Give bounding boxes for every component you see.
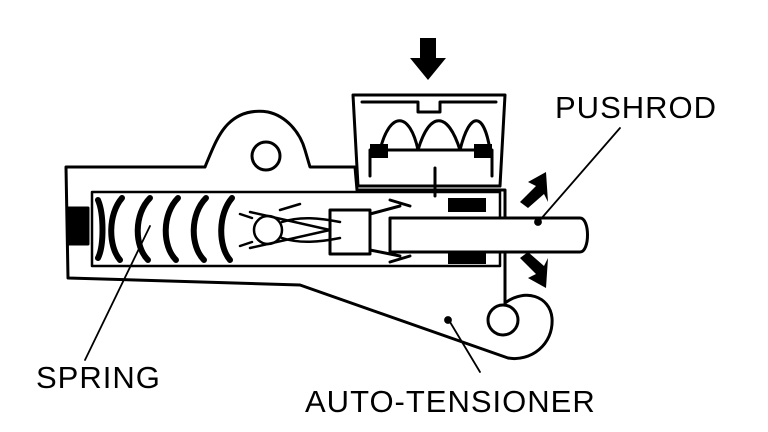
upper-mount-hole: [250, 140, 282, 172]
pushrod-leader: [539, 127, 621, 221]
lower-mount-hole: [486, 303, 520, 337]
cylinder-bore: [90, 190, 502, 268]
pushrod: [388, 216, 589, 254]
pushrod-label: PUSHROD: [555, 90, 718, 125]
spring-leader: [84, 225, 151, 361]
piston: [328, 198, 412, 264]
check-valve: [238, 202, 342, 250]
reservoir-cap: [351, 93, 507, 198]
spring-coils: [95, 195, 235, 263]
auto-tensioner-leader: [449, 321, 481, 373]
tensioner-housing: [64, 109, 554, 361]
force-arrows: [410, 38, 548, 288]
end-plug: [66, 206, 90, 246]
auto-tensioner-label: AUTO-TENSIONER: [305, 384, 596, 419]
leader-lines: [84, 127, 621, 373]
spring-label: SPRING: [36, 360, 161, 395]
